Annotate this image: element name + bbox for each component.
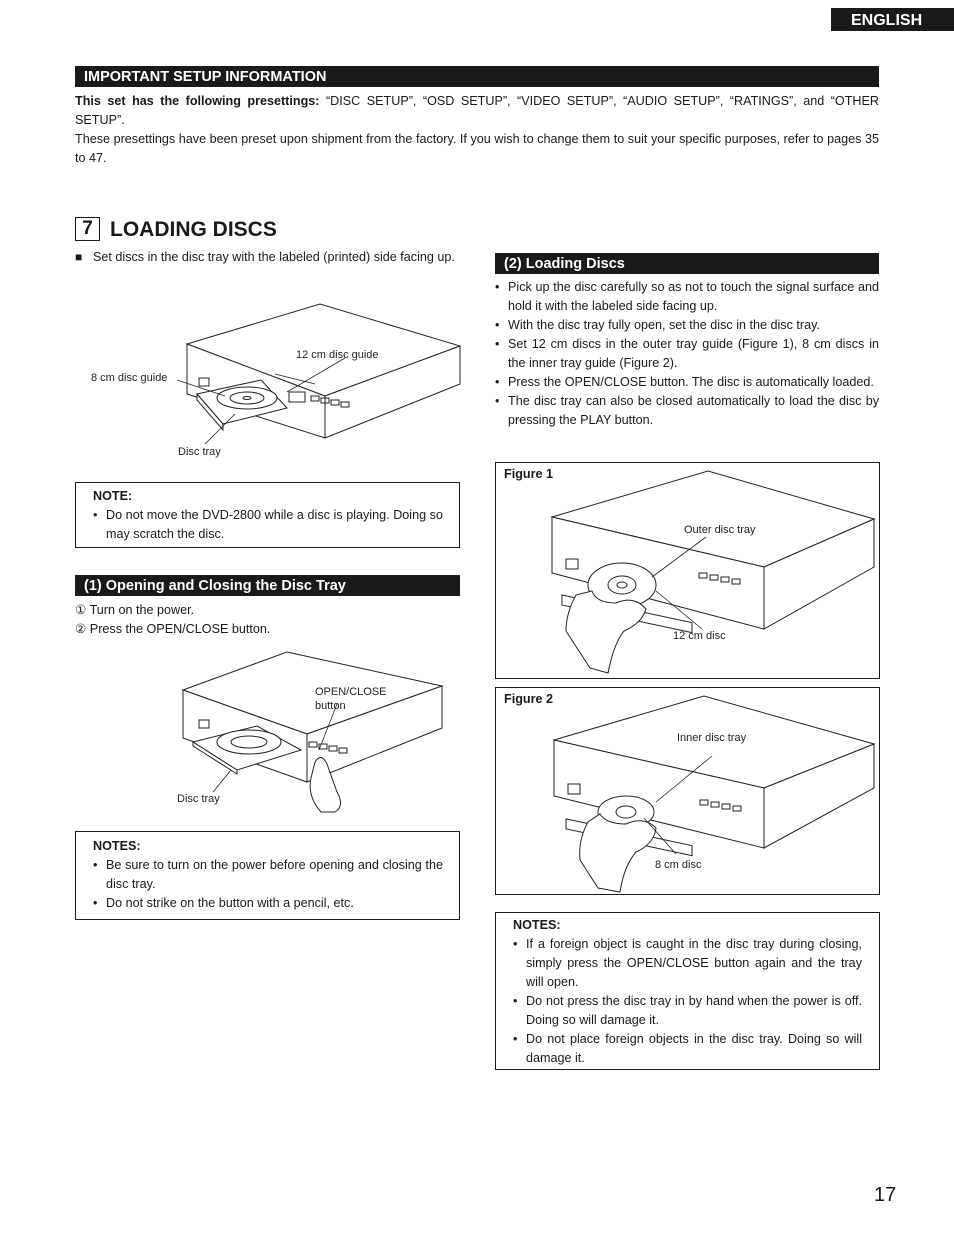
loading-item: Press the OPEN/CLOSE button. The disc is… — [495, 373, 879, 392]
notes-right-title: NOTES: — [513, 918, 561, 932]
notes-box-left: NOTES: Be sure to turn on the power befo… — [75, 831, 460, 920]
step-2-text: Press the OPEN/CLOSE button. — [86, 622, 271, 636]
label-12cm-guide: 12 cm disc guide — [296, 349, 379, 361]
open-close-figure — [181, 651, 444, 813]
intro-square-bullet: ■ — [75, 250, 83, 264]
figure-2-title: Figure 2 — [504, 692, 553, 706]
loading-item: Set 12 cm discs in the outer tray guide … — [495, 335, 879, 373]
figure-2-box: Figure 2 Inner disc tray 8 cm disc — [495, 687, 880, 895]
notes-right-list: If a foreign object is caught in the dis… — [513, 935, 862, 1068]
notes-right-item: Do not press the disc tray in by hand wh… — [513, 992, 862, 1030]
label-open-close-2: button — [315, 700, 346, 712]
figure-2-illustration — [552, 695, 876, 893]
label-disc-tray: Disc tray — [178, 446, 221, 458]
figure-1-illustration — [550, 470, 876, 674]
figure-1-title: Figure 1 — [504, 467, 553, 481]
loading-item: With the disc tray fully open, set the d… — [495, 316, 879, 335]
step-2: ② Press the OPEN/CLOSE button. — [75, 620, 270, 639]
step-2-mark: ② — [75, 622, 87, 636]
notes-left-item: Do not strike on the button with a penci… — [93, 894, 443, 913]
note-list: Do not move the DVD-2800 while a disc is… — [93, 506, 443, 544]
page-number: 17 — [874, 1184, 897, 1206]
section-number: 7 — [75, 217, 100, 241]
note-box: NOTE: Do not move the DVD-2800 while a d… — [75, 482, 460, 548]
label-open-close-1: OPEN/CLOSE — [315, 686, 387, 698]
notes-right-item: If a foreign object is caught in the dis… — [513, 935, 862, 992]
label-disc-tray-2: Disc tray — [177, 793, 220, 805]
loading-heading: (2) Loading Discs — [495, 253, 879, 274]
note-item: Do not move the DVD-2800 while a disc is… — [93, 506, 443, 544]
label-8cm-guide: 8 cm disc guide — [91, 372, 168, 384]
setup-lead-bold: This set has the following presettings: — [75, 94, 320, 108]
notes-left-title: NOTES: — [93, 839, 141, 853]
loading-item: The disc tray can also be closed automat… — [495, 392, 879, 430]
label-12cm-disc: 12 cm disc — [673, 630, 726, 642]
player-tray-figure — [176, 303, 462, 445]
label-inner-disc-tray: Inner disc tray — [677, 732, 747, 744]
loading-item: Pick up the disc carefully so as not to … — [495, 278, 879, 316]
setup-paragraph: These presettings have been preset upon … — [75, 132, 879, 165]
label-outer-disc-tray: Outer disc tray — [684, 524, 756, 536]
language-tab: ENGLISH — [831, 8, 954, 31]
notes-left-list: Be sure to turn on the power before open… — [93, 856, 443, 913]
loading-list: Pick up the disc carefully so as not to … — [495, 278, 879, 430]
note-title: NOTE: — [93, 489, 133, 503]
step-1-mark: ① — [75, 603, 87, 617]
step-1-text: Turn on the power. — [86, 603, 195, 617]
step-1: ① Turn on the power. — [75, 601, 194, 620]
notes-left-item: Be sure to turn on the power before open… — [93, 856, 443, 894]
notes-box-right: NOTES: If a foreign object is caught in … — [495, 912, 880, 1070]
section-title: LOADING DISCS — [110, 218, 277, 241]
setup-lead-rest: “DISC SETUP”, “OSD SETUP”, “VIDEO SETUP”… — [75, 94, 880, 127]
intro-text: Set discs in the disc tray with the labe… — [93, 250, 455, 264]
label-8cm-disc: 8 cm disc — [655, 859, 702, 871]
figure-1-box: Figure 1 Outer disc tray 12 cm disc — [495, 462, 880, 679]
setup-lead: This set has the following presettings: … — [75, 92, 879, 130]
notes-right-item: Do not place foreign objects in the disc… — [513, 1030, 862, 1068]
open-close-heading: (1) Opening and Closing the Disc Tray — [75, 575, 460, 596]
setup-heading: IMPORTANT SETUP INFORMATION — [75, 66, 879, 87]
